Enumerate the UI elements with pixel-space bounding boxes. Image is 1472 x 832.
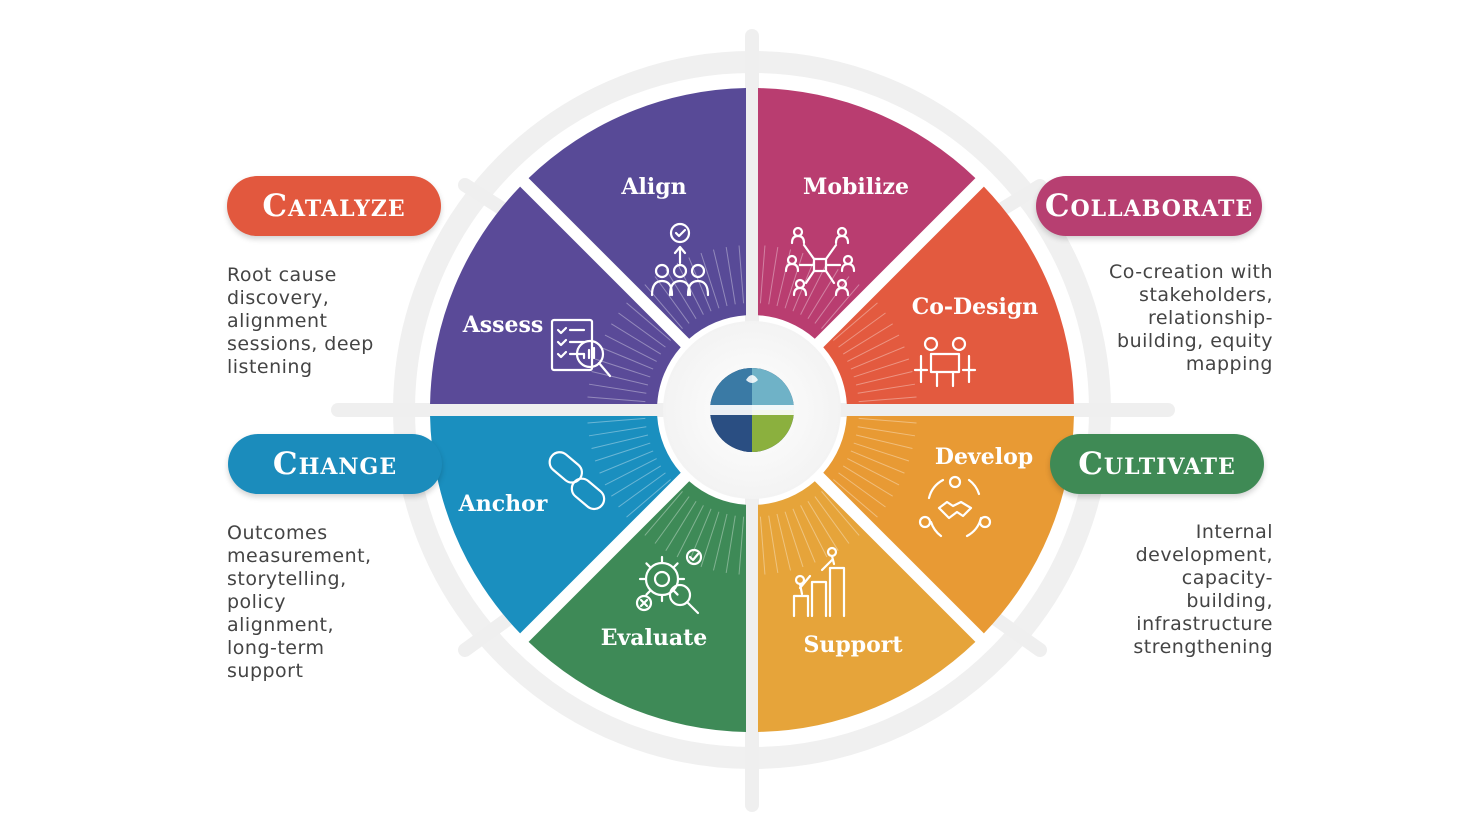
segment-co-design	[823, 186, 1074, 405]
phase-label: Collaborate	[1044, 188, 1254, 224]
segment-support	[757, 481, 976, 732]
segment-rays	[759, 491, 860, 575]
description-line: development,	[1135, 544, 1273, 566]
meeting-table-icon	[913, 336, 977, 388]
description-line: mapping	[1185, 353, 1273, 375]
team-goal-icon	[650, 222, 710, 297]
segment-label-mobilize: Mobilize	[803, 174, 909, 200]
description-line: discovery,	[227, 287, 330, 309]
segment-anchor	[430, 415, 681, 634]
description-line: measurement,	[227, 545, 372, 567]
description-line: building,	[1186, 590, 1273, 612]
phase-pill-catalyze: Catalyze	[227, 176, 441, 236]
checklist-magnifier-icon	[550, 318, 612, 378]
description-line: Root cause	[227, 264, 337, 286]
segment-rays	[587, 417, 671, 518]
phase-pill-cultivate: Cultivate	[1050, 434, 1264, 494]
segment-label-co-design: Co-Design	[912, 294, 1039, 320]
center-hub	[663, 321, 841, 499]
segment-align	[528, 88, 747, 339]
segment-rays	[833, 417, 917, 518]
description-line: relationship-	[1147, 307, 1273, 329]
segment-label-develop: Develop	[935, 444, 1033, 470]
segment-develop	[823, 415, 1074, 634]
description-line: building, equity	[1117, 330, 1273, 352]
description-line: Internal	[1195, 521, 1273, 543]
chain-link-icon	[548, 451, 606, 511]
description-line: storytelling,	[227, 568, 347, 590]
network-people-icon	[784, 226, 856, 297]
description-line: stakeholders,	[1139, 284, 1273, 306]
description-line: Co-creation with	[1108, 261, 1273, 283]
description-line: policy	[227, 591, 286, 613]
description-line: alignment,	[227, 614, 335, 636]
segment-label-evaluate: Evaluate	[601, 625, 708, 651]
description-line: Outcomes	[227, 522, 328, 544]
description-line: listening	[227, 356, 313, 378]
segment-rays	[644, 491, 745, 575]
segment-label-align: Align	[620, 174, 686, 200]
phase-label: Change	[272, 446, 398, 482]
phase-label: Cultivate	[1078, 446, 1236, 482]
segment-rays	[587, 302, 671, 403]
description-line: capacity-	[1181, 567, 1273, 589]
segment-assess	[430, 186, 681, 405]
description-line: alignment	[227, 310, 328, 332]
segment-mobilize	[757, 88, 976, 339]
climbing-steps-icon	[792, 546, 846, 618]
handshake-cycle-icon	[918, 475, 992, 538]
segment-label-assess: Assess	[462, 312, 544, 338]
gear-magnifier-icon	[635, 548, 703, 615]
segment-label-anchor: Anchor	[458, 491, 548, 517]
description-line: sessions, deep	[227, 333, 374, 355]
phase-label: Catalyze	[262, 188, 406, 224]
description-line: infrastructure	[1136, 613, 1273, 635]
description-line: support	[227, 660, 304, 682]
segment-rays	[833, 302, 917, 403]
phase-pill-change: Change	[228, 434, 442, 494]
segment-label-support: Support	[803, 632, 903, 658]
catalyst-logo-icon	[710, 368, 794, 452]
description-line: strengthening	[1133, 636, 1273, 658]
phase-pill-collaborate: Collaborate	[1036, 176, 1262, 236]
description-line: long-term	[227, 637, 325, 659]
